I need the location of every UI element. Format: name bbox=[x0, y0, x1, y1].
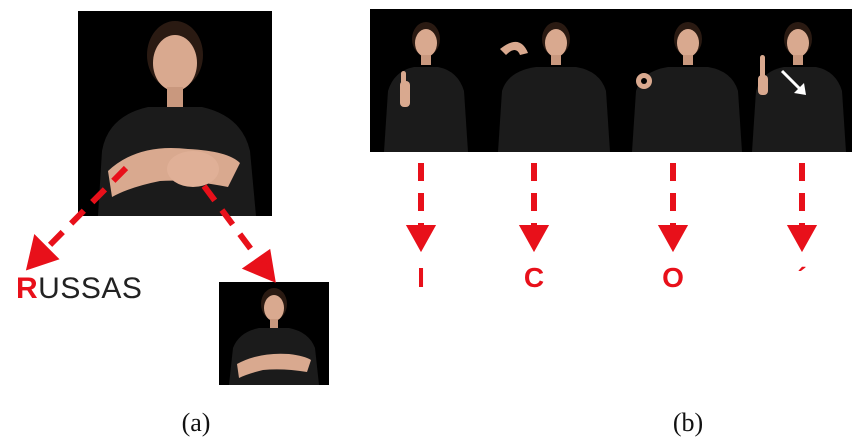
letter-c: C bbox=[523, 262, 545, 293]
arrowhead-icon bbox=[518, 225, 550, 253]
sign-photo-russas-small bbox=[219, 282, 329, 385]
caption-b: (b) bbox=[672, 408, 704, 437]
sign-photo-russas-large bbox=[78, 11, 272, 216]
arrowhead-icon bbox=[241, 248, 276, 283]
letter-o: O bbox=[662, 262, 684, 293]
sign-sequence-strip bbox=[370, 9, 852, 152]
signer-sequence-illustration bbox=[370, 9, 852, 152]
sign-frame-acute bbox=[752, 22, 846, 152]
caption-a: (a) bbox=[181, 408, 211, 437]
arrowhead-icon bbox=[25, 234, 60, 271]
sign-frame-i bbox=[384, 22, 468, 152]
letter-acute-accent: ´ bbox=[797, 262, 807, 293]
sign-frame-o bbox=[632, 22, 742, 152]
word-russas: RUSSAS bbox=[16, 272, 142, 306]
signer-illustration bbox=[219, 282, 329, 385]
motion-arrow-icon bbox=[780, 69, 804, 93]
arrowhead-icon bbox=[657, 225, 689, 253]
signer-illustration bbox=[78, 11, 272, 216]
word-first-letter: R bbox=[16, 272, 39, 305]
arrow-head-icon bbox=[794, 83, 806, 95]
word-rest: USSAS bbox=[38, 272, 143, 305]
sign-frame-c bbox=[498, 22, 610, 152]
arrowhead-icon bbox=[405, 225, 437, 253]
letter-i: I bbox=[417, 262, 425, 293]
arrowhead-icon bbox=[786, 225, 818, 253]
